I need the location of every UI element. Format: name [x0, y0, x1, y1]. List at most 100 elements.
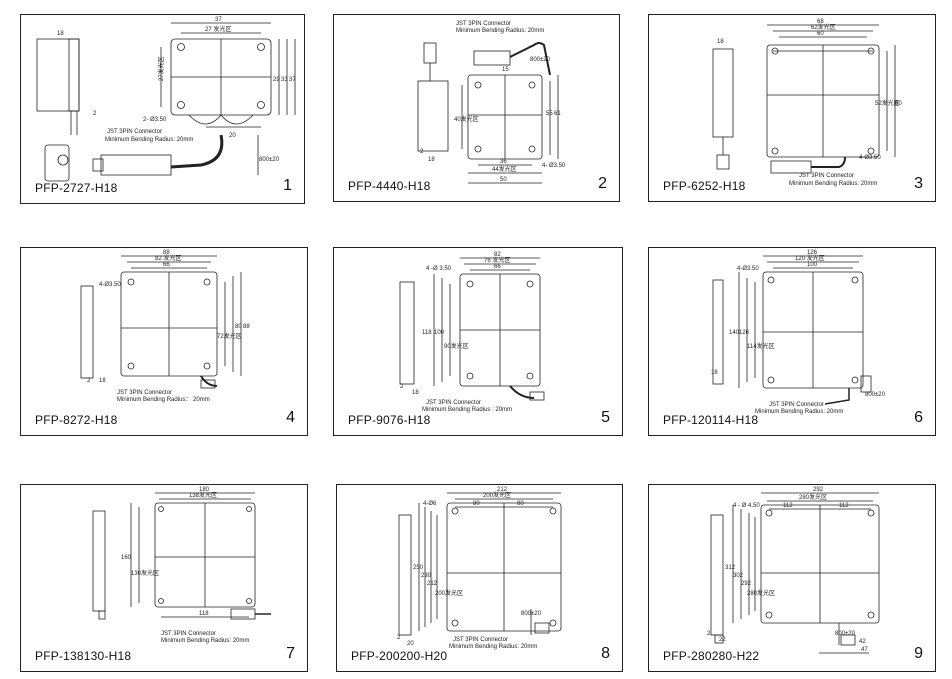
- p6-dim-cable: 800±20: [865, 392, 886, 398]
- p1-dim-r3: 37: [289, 77, 296, 83]
- drawing-3: 18 68 62发光区 60 52发光区 60 4-Ø3.50 JST 3PIN…: [712, 19, 902, 187]
- p2-dim-thick1: 2: [420, 149, 424, 155]
- p5-dim-top2: 76 发光区: [484, 256, 510, 264]
- drawing-panel-4: 88 82 发光区 66 72发光区 80 88 4-Ø3.50 2 18 JS…: [20, 247, 308, 436]
- p1-dim-hole: 2- Ø3.50: [143, 117, 167, 123]
- panel-number: 3: [914, 175, 923, 192]
- p5-dim-hole: 4 -Ø 3.50: [426, 266, 452, 272]
- p8-connector-line1: JST 3PIN Connector: [453, 637, 508, 643]
- drawing-panel-8: 212 200发光区 80 80 4-Ø6 250 230 212 200发光区…: [336, 484, 623, 672]
- drawing-panel-7: 180 138发光区 118 160 130发光区 JST 3PIN Conne…: [20, 484, 308, 672]
- p3-dim-top1: 68: [817, 19, 824, 25]
- p2-dim-r2: 61: [554, 111, 561, 117]
- drawing-panel-3: 18 68 62发光区 60 52发光区 60 4-Ø3.50 JST 3PIN…: [648, 14, 936, 202]
- panel-number: 2: [598, 175, 607, 192]
- p9-dim-top1: 292: [813, 487, 824, 493]
- p2-dim-thick2: 18: [428, 157, 435, 163]
- p6-dim-thick: 18: [711, 370, 718, 376]
- p8-dim-l1: 250: [413, 565, 424, 571]
- drawing-5: 82 76 发光区 66 4 -Ø 3.50 118 100 90发光区 2 1…: [399, 252, 545, 413]
- p5-dim-l3: 90发光区: [444, 342, 469, 350]
- p3-connector-line1: JST 3PIN Connector: [799, 173, 854, 179]
- p8-dim-top2: 200发光区: [483, 491, 511, 499]
- panel-number: 6: [914, 409, 923, 426]
- p6-dim-hole: 4-Ø3.50: [737, 266, 759, 272]
- p9-dim-thick2: 22: [719, 637, 726, 643]
- p8-dim-l4: 200发光区: [435, 589, 463, 597]
- p7-connector-line2: Minimum Bending Radius: 20mm: [161, 638, 249, 644]
- p4-dim-thick1: 2: [87, 378, 91, 384]
- panel-number: 4: [286, 409, 295, 426]
- p2-dim-r1: 55: [546, 111, 553, 117]
- p5-dim-l1: 118: [422, 330, 432, 336]
- model-label: PFP-120114-H18: [663, 413, 759, 427]
- p5-dim-top1: 82: [494, 252, 501, 258]
- p7-dim-top1: 180: [199, 487, 210, 493]
- p4-dim-side: 72发光区: [217, 332, 242, 340]
- p2-dim-top: 15: [502, 67, 509, 73]
- p2-dim-hole: 4- Ø3.50: [542, 163, 566, 169]
- p3-dim-hole: 4-Ø3.50: [859, 155, 881, 161]
- model-label: PFP-200200-H20: [351, 649, 448, 663]
- p7-dim-top2: 138发光区: [189, 491, 217, 499]
- p1-connector-line2: Minimum Bending Radius: 20mm: [105, 137, 193, 143]
- p5-dim-thick1: 2: [400, 384, 404, 390]
- p7-dim-l1: 160: [121, 555, 132, 561]
- p9-dim-top2: 280发光区: [799, 493, 827, 501]
- p6-dim-top1: 126: [807, 250, 818, 256]
- p9-dim-l3: 292: [741, 581, 752, 587]
- p9-dim-half1: 112: [783, 503, 793, 509]
- p8-dim-cable: 800±20: [521, 611, 542, 617]
- p1-dim-side: 27发光区: [157, 56, 165, 81]
- drawing-6: 126 120 发光区 100 4-Ø3.50 140 126 114发光区 1…: [711, 250, 886, 415]
- p8-dim-half1: 80: [473, 501, 480, 507]
- model-label: PFP-280280-H22: [663, 649, 760, 663]
- p6-dim-top2: 120 发光区: [795, 254, 825, 262]
- p7-connector-line1: JST 3PIN Connector: [161, 631, 216, 637]
- p9-dim-b2: 47: [861, 647, 868, 653]
- p4-dim-r2: 88: [243, 324, 250, 330]
- p1-dim-top: 37: [215, 17, 222, 23]
- drawing-8: 212 200发光区 80 80 4-Ø6 250 230 212 200发光区…: [397, 487, 562, 650]
- drawing-panel-6: 126 120 发光区 100 4-Ø3.50 140 126 114发光区 1…: [648, 247, 936, 436]
- drawing-9: 292 280发光区 112 112 4 - Ø 4.50 312 302 29…: [707, 487, 880, 654]
- p7-dim-l2: 130发光区: [131, 569, 159, 577]
- drawing-panel-1: 18 37 27 发光区 27发光区 29 33 37 2- Ø3.50 20 …: [20, 14, 305, 204]
- p6-dim-l1: 140: [729, 330, 740, 336]
- p6-connector-line1: JST 3PIN Connector: [769, 402, 824, 408]
- p9-dim-thick1: 2: [707, 631, 711, 637]
- model-label: PFP-6252-H18: [663, 179, 746, 193]
- panel-number: 9: [914, 645, 923, 662]
- p1-dim-bottom: 20: [229, 133, 236, 139]
- p3-dim-top2: 62发光区: [811, 23, 836, 31]
- p9-dim-half2: 112: [839, 503, 849, 509]
- p8-dim-l3: 212: [427, 581, 438, 587]
- p8-dim-thick1: 2: [397, 635, 401, 641]
- panel-number: 8: [601, 645, 610, 662]
- p8-dim-thick2: 20: [407, 641, 414, 647]
- p1-dim-r1: 29: [273, 77, 280, 83]
- model-label: PFP-2727-H18: [35, 181, 118, 195]
- model-label: PFP-138130-H18: [35, 649, 132, 663]
- p4-dim-thick2: 18: [99, 378, 106, 384]
- p5-connector-line1: JST 3PIN Connector: [426, 400, 481, 406]
- p4-dim-top1: 88: [163, 250, 170, 256]
- p5-dim-thick2: 18: [412, 390, 419, 396]
- p1-connector-line1: JST 3PIN Connector: [107, 129, 162, 135]
- drawing-1: 18 37 27 发光区 27发光区 29 33 37 2- Ø3.50 20 …: [36, 17, 296, 182]
- p7-dim-bot: 118: [199, 611, 209, 617]
- panel-number: 5: [601, 409, 610, 426]
- drawing-panel-9: 292 280发光区 112 112 4 - Ø 4.50 312 302 29…: [648, 484, 936, 672]
- p9-dim-b1: 42: [859, 639, 866, 645]
- p1-dim-r2: 33: [281, 77, 288, 83]
- p3-connector-line2: Minimum Bending Radius: 20mm: [789, 181, 877, 187]
- p2-dim-mid: 36: [500, 159, 507, 165]
- p1-dim-cable: 800±20: [259, 157, 280, 163]
- model-label: PFP-8272-H18: [35, 413, 118, 427]
- p2-dim-bot1: 44发光区: [492, 165, 517, 173]
- p3-dim-r1: 52发光区: [875, 99, 900, 107]
- p1-dim-thick: 2: [93, 111, 97, 117]
- p8-connector-line2: Minimum Bending Radius: 20mm: [449, 644, 537, 650]
- p9-dim-hole: 4 - Ø 4.50: [733, 503, 760, 509]
- p8-dim-half2: 80: [517, 501, 524, 507]
